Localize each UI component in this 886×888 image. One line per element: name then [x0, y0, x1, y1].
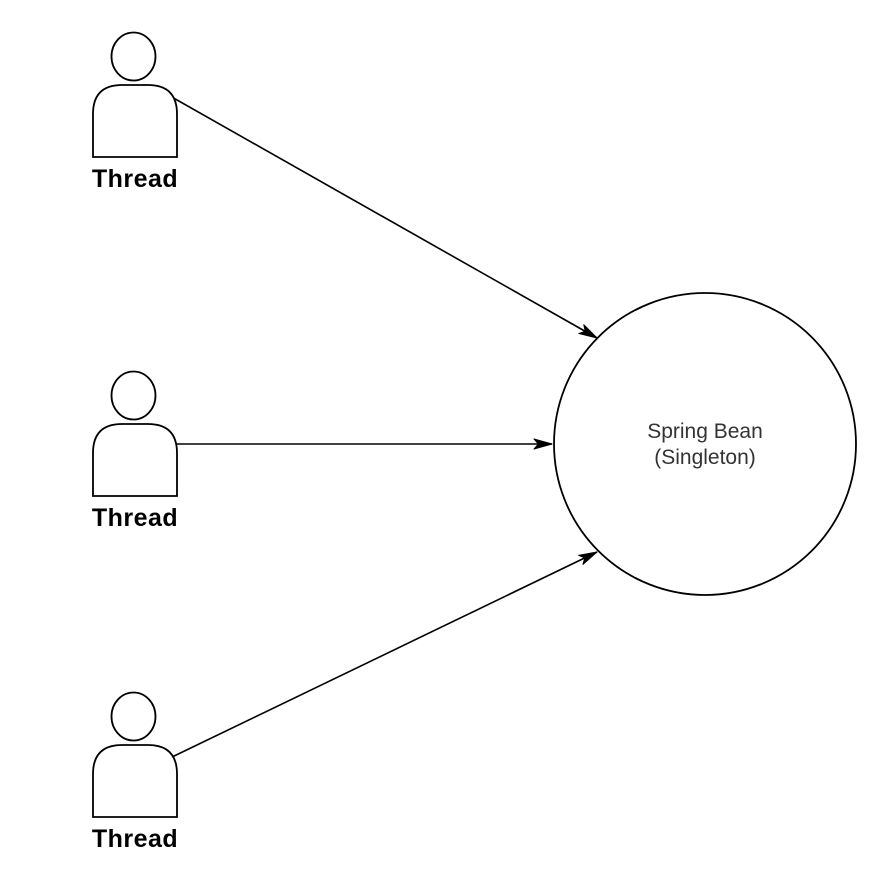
actor-head-icon [110, 31, 157, 82]
thread-label-1: Thread [92, 165, 178, 193]
actor-head-icon [110, 370, 157, 421]
actor-head-icon [110, 691, 157, 742]
actor-body-icon [92, 423, 178, 497]
spring-bean-circle [553, 292, 857, 596]
spring-bean-label-line1: Spring Bean [647, 420, 763, 443]
edges [169, 95, 598, 759]
actor-body-icon [92, 744, 178, 818]
actor-thread-3: Thread [92, 691, 178, 853]
actor-thread-1: Thread [92, 31, 178, 193]
spring-bean-node: Spring Bean (Singleton) [553, 292, 857, 596]
thread-label-2: Thread [92, 504, 178, 532]
arrow-thread1-to-bean [169, 95, 598, 339]
actor-thread-2: Thread [92, 370, 178, 532]
spring-bean-label-line2: (Singleton) [654, 446, 756, 469]
thread-label-3: Thread [92, 825, 178, 853]
actor-body-icon [92, 84, 178, 158]
arrow-thread3-to-bean [169, 551, 598, 759]
